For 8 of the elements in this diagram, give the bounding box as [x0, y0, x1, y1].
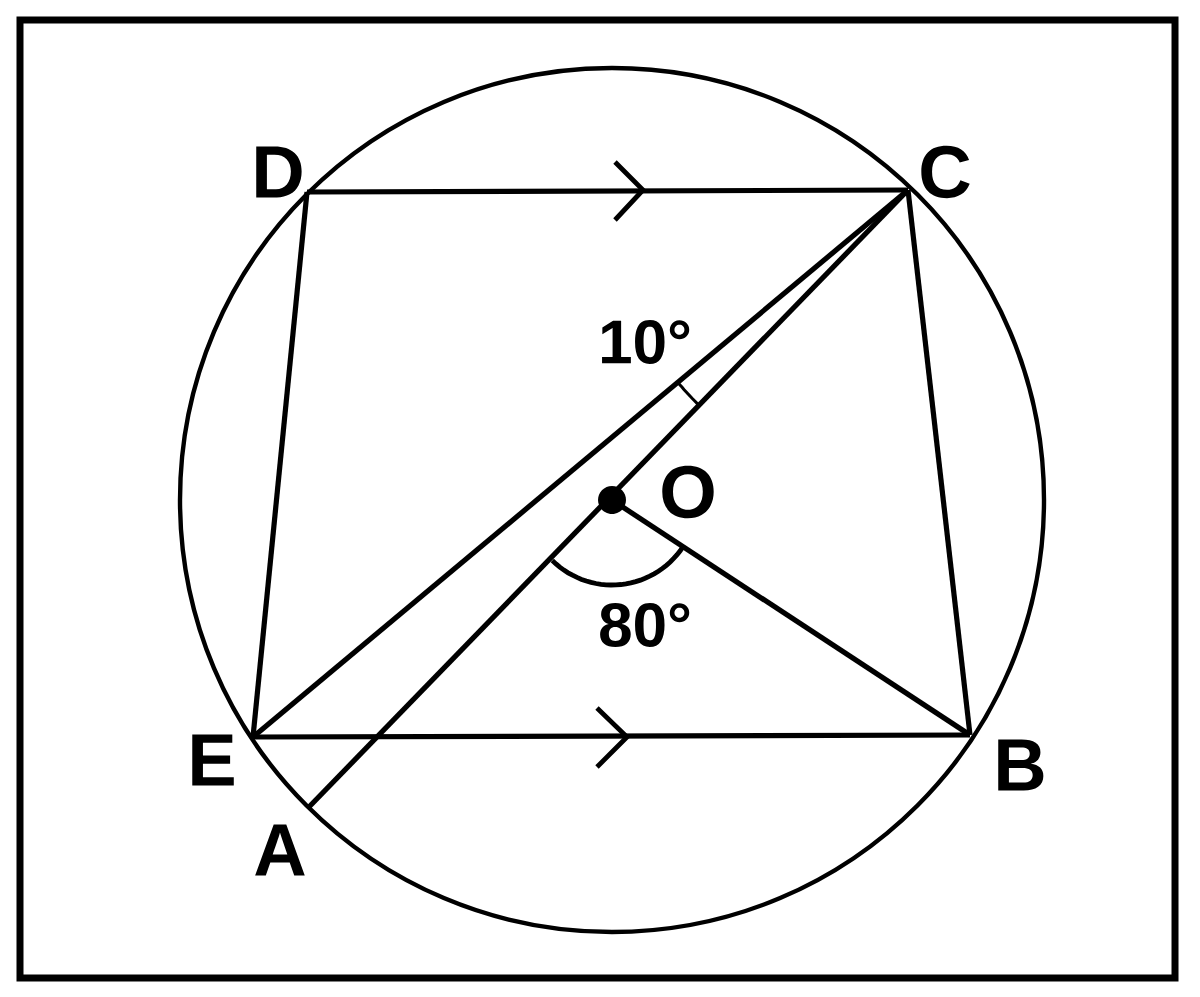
- point-label: D: [256, 146, 302, 198]
- point-label: E: [192, 734, 234, 786]
- angle-label: 80°: [600, 603, 690, 647]
- point-label: C: [921, 145, 970, 199]
- angle-label: 10°: [602, 320, 690, 364]
- point-label: A: [255, 824, 305, 876]
- point-label: B: [998, 739, 1044, 791]
- point-label: O: [662, 465, 714, 519]
